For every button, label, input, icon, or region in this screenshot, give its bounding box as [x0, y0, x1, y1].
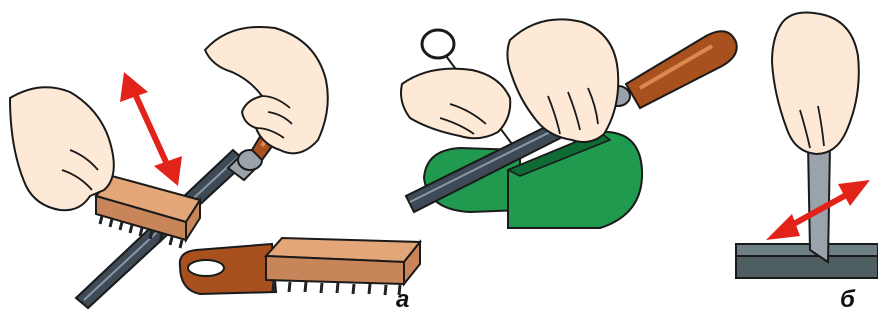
file-handle [626, 31, 737, 108]
wire-brush-icon [180, 238, 420, 295]
scraper-ring [422, 30, 454, 58]
arrow-head-right [838, 180, 870, 206]
brush-handle-hole [188, 260, 224, 276]
hand-icon [401, 69, 510, 139]
panel-a [10, 27, 420, 308]
hand-icon [772, 13, 859, 155]
arrow-head-left [766, 214, 800, 240]
right-hand [507, 19, 618, 142]
stone-top [736, 244, 878, 256]
whetstone-icon [736, 244, 878, 278]
double-arrow-icon [120, 72, 182, 186]
arrow-shaft [136, 96, 166, 162]
panel-clamp [401, 19, 737, 228]
hand [772, 13, 859, 155]
panel-label-b: б [840, 286, 855, 314]
stone-front [736, 256, 878, 278]
hand-icon [507, 19, 618, 142]
right-hand [205, 27, 328, 153]
left-hand [10, 87, 114, 210]
hand-icon [205, 27, 328, 153]
hand-icon [10, 87, 114, 210]
panel-b [736, 13, 878, 279]
panel-label-a: а [396, 286, 409, 314]
brush-block-front [266, 256, 404, 284]
left-hand [401, 69, 510, 139]
